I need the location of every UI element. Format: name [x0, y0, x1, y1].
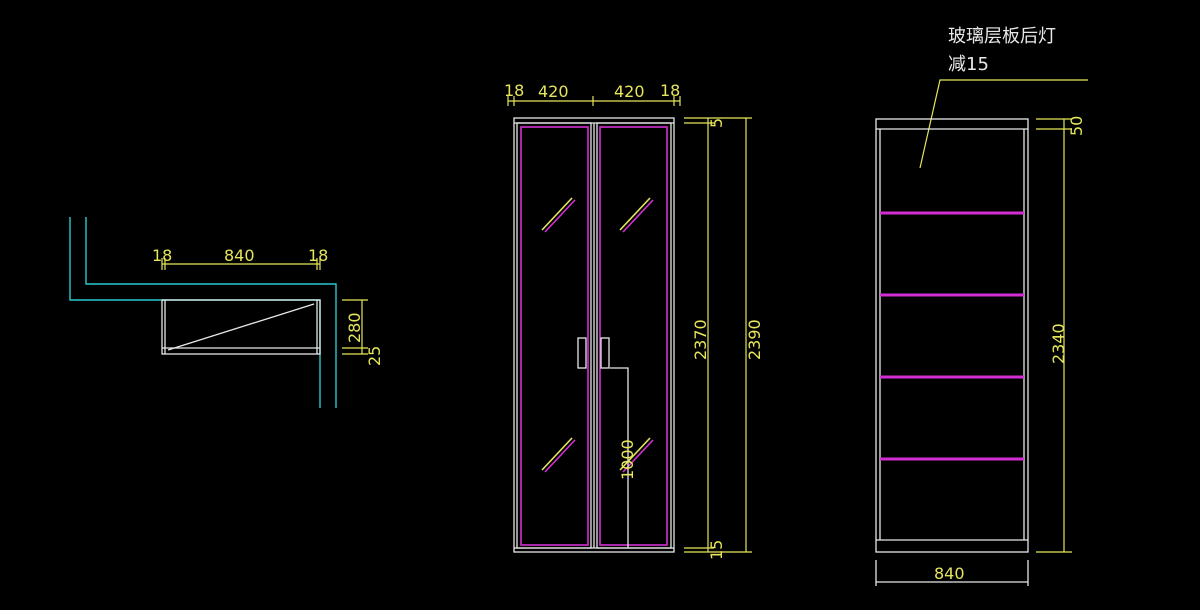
front-view: 18 420 420 18 1000 — [504, 81, 764, 560]
handle-height-leader — [610, 367, 629, 548]
plan-view: 18 840 18 280 25 — [69, 217, 384, 408]
section-view: 玻璃层板后灯 减15 50 2340 840 — [875, 26, 1088, 586]
front-dim-right-door: 420 — [614, 82, 645, 101]
wall-inner-line — [85, 217, 337, 408]
section-dim-height: 2340 — [1049, 323, 1068, 364]
front-cabinet-outline — [513, 117, 675, 553]
plan-dim-back: 25 — [365, 346, 384, 366]
plan-dim-width: 840 — [224, 246, 255, 265]
section-cabinet-outline — [875, 118, 1029, 553]
left-door-glass-frame — [520, 126, 589, 546]
front-dim-left-side: 18 — [504, 81, 524, 100]
front-dim-total-height: 2390 — [745, 319, 764, 360]
right-door-handle — [600, 337, 610, 369]
shelf-note-line2: 减15 — [948, 54, 989, 75]
left-door-handle — [577, 337, 587, 369]
section-dim-top: 50 — [1067, 116, 1086, 136]
right-door-frame — [596, 122, 672, 549]
plan-dim-left-side: 18 — [152, 246, 172, 265]
section-dim-width: 840 — [934, 564, 965, 583]
shelf-note-leader — [919, 79, 1088, 169]
glass-reflection-marks — [541, 197, 654, 473]
front-dim-top: 5 — [707, 118, 726, 128]
cabinet-plan-outline — [161, 299, 321, 355]
front-dim-right-side: 18 — [660, 81, 680, 100]
front-dim-bottom: 15 — [707, 540, 726, 560]
front-dim-left-door: 420 — [538, 82, 569, 101]
plan-dim-depth: 280 — [345, 312, 364, 343]
shelf-note-line1: 玻璃层板后灯 — [948, 26, 1056, 47]
wall-outer-line — [69, 217, 321, 408]
left-door-frame — [516, 122, 592, 549]
front-dim-handle-height: 1000 — [618, 439, 637, 480]
plan-dim-right-side: 18 — [308, 246, 328, 265]
front-dim-inner-height: 2370 — [691, 319, 710, 360]
cabinet-plan-diagonal — [167, 303, 315, 351]
right-door-glass-frame — [599, 126, 668, 546]
